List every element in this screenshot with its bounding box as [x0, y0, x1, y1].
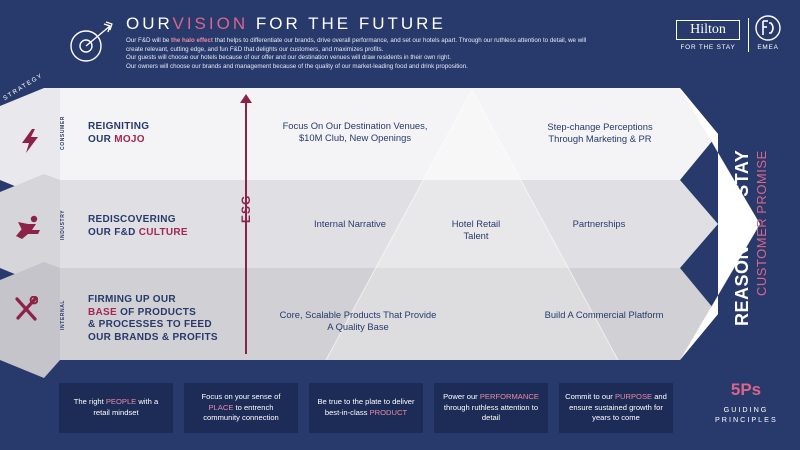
guiding-principles-label: GUIDING PRINCIPLES — [715, 405, 778, 424]
principle-people: The right PEOPLE with a retail mindset — [59, 383, 173, 433]
row-category-internal: INTERNAL — [60, 299, 66, 330]
brand-region: EMEA — [757, 44, 779, 51]
row-title-internal: FIRMING UP OUR BASE OF PRODUCTS & PROCES… — [88, 294, 218, 343]
principle-place: Focus on your sense of PLACE to entrench… — [184, 383, 298, 433]
principle-product: Be true to the plate to deliver best-in-… — [309, 383, 423, 433]
cell-consumer-b: Step-change Perceptions Through Marketin… — [547, 121, 653, 145]
hilton-tagline: FOR THE STAY — [680, 44, 736, 51]
row-category-consumer: CONSUMER — [60, 116, 66, 150]
superhero-icon — [16, 215, 40, 239]
row-title-industry: REDISCOVERING OUR F&D CULTURE — [88, 214, 188, 238]
chevron-internal — [0, 262, 60, 378]
cell-industry-b: Partnerships — [572, 218, 626, 229]
cell-industry-a: Internal Narrative — [314, 218, 386, 229]
row-title-consumer: REIGNITING OUR MOJO — [88, 121, 150, 145]
page-title: OURVISION FOR THE FUTURE — [126, 14, 446, 33]
cell-consumer-a: Focus On Our Destination Venues, $10M Cl… — [282, 120, 428, 144]
target-arrow-icon — [70, 21, 113, 62]
principle-purpose: Commit to our PURPOSE and ensure sustain… — [559, 383, 673, 433]
brand-divider — [748, 18, 749, 52]
cell-internal-a: Core, Scalable Products That Provide A Q… — [279, 309, 437, 333]
five-ps-label: 5Ps — [730, 380, 762, 399]
pyramid-overlay — [326, 90, 618, 360]
arrow-head — [680, 88, 760, 360]
customer-promise-label: CUSTOMER PROMISE — [754, 150, 769, 296]
band-internal — [60, 268, 718, 360]
cell-industry-m: Hotel Retail Talent — [451, 218, 501, 242]
band-industry — [60, 180, 718, 268]
lightning-icon — [22, 129, 38, 153]
fd-logo-icon — [755, 15, 781, 41]
hilton-logo: Hilton — [676, 20, 740, 40]
row-category-industry: INDUSTRY — [60, 209, 66, 240]
esg-label: ESG — [239, 194, 253, 223]
esg-axis-line — [245, 100, 247, 354]
vision-statement: Our F&D will be the halo effect that hel… — [126, 37, 587, 70]
reasons-to-stay-label: REASONS TO STAY — [732, 149, 752, 326]
esg-arrow-head — [240, 94, 252, 103]
band-consumer — [60, 88, 718, 180]
cell-internal-b: Build A Commercial Platform — [544, 309, 664, 320]
tools-icon — [15, 296, 38, 321]
principle-performance: Power our PERFORMANCE through ruthless a… — [434, 383, 548, 433]
